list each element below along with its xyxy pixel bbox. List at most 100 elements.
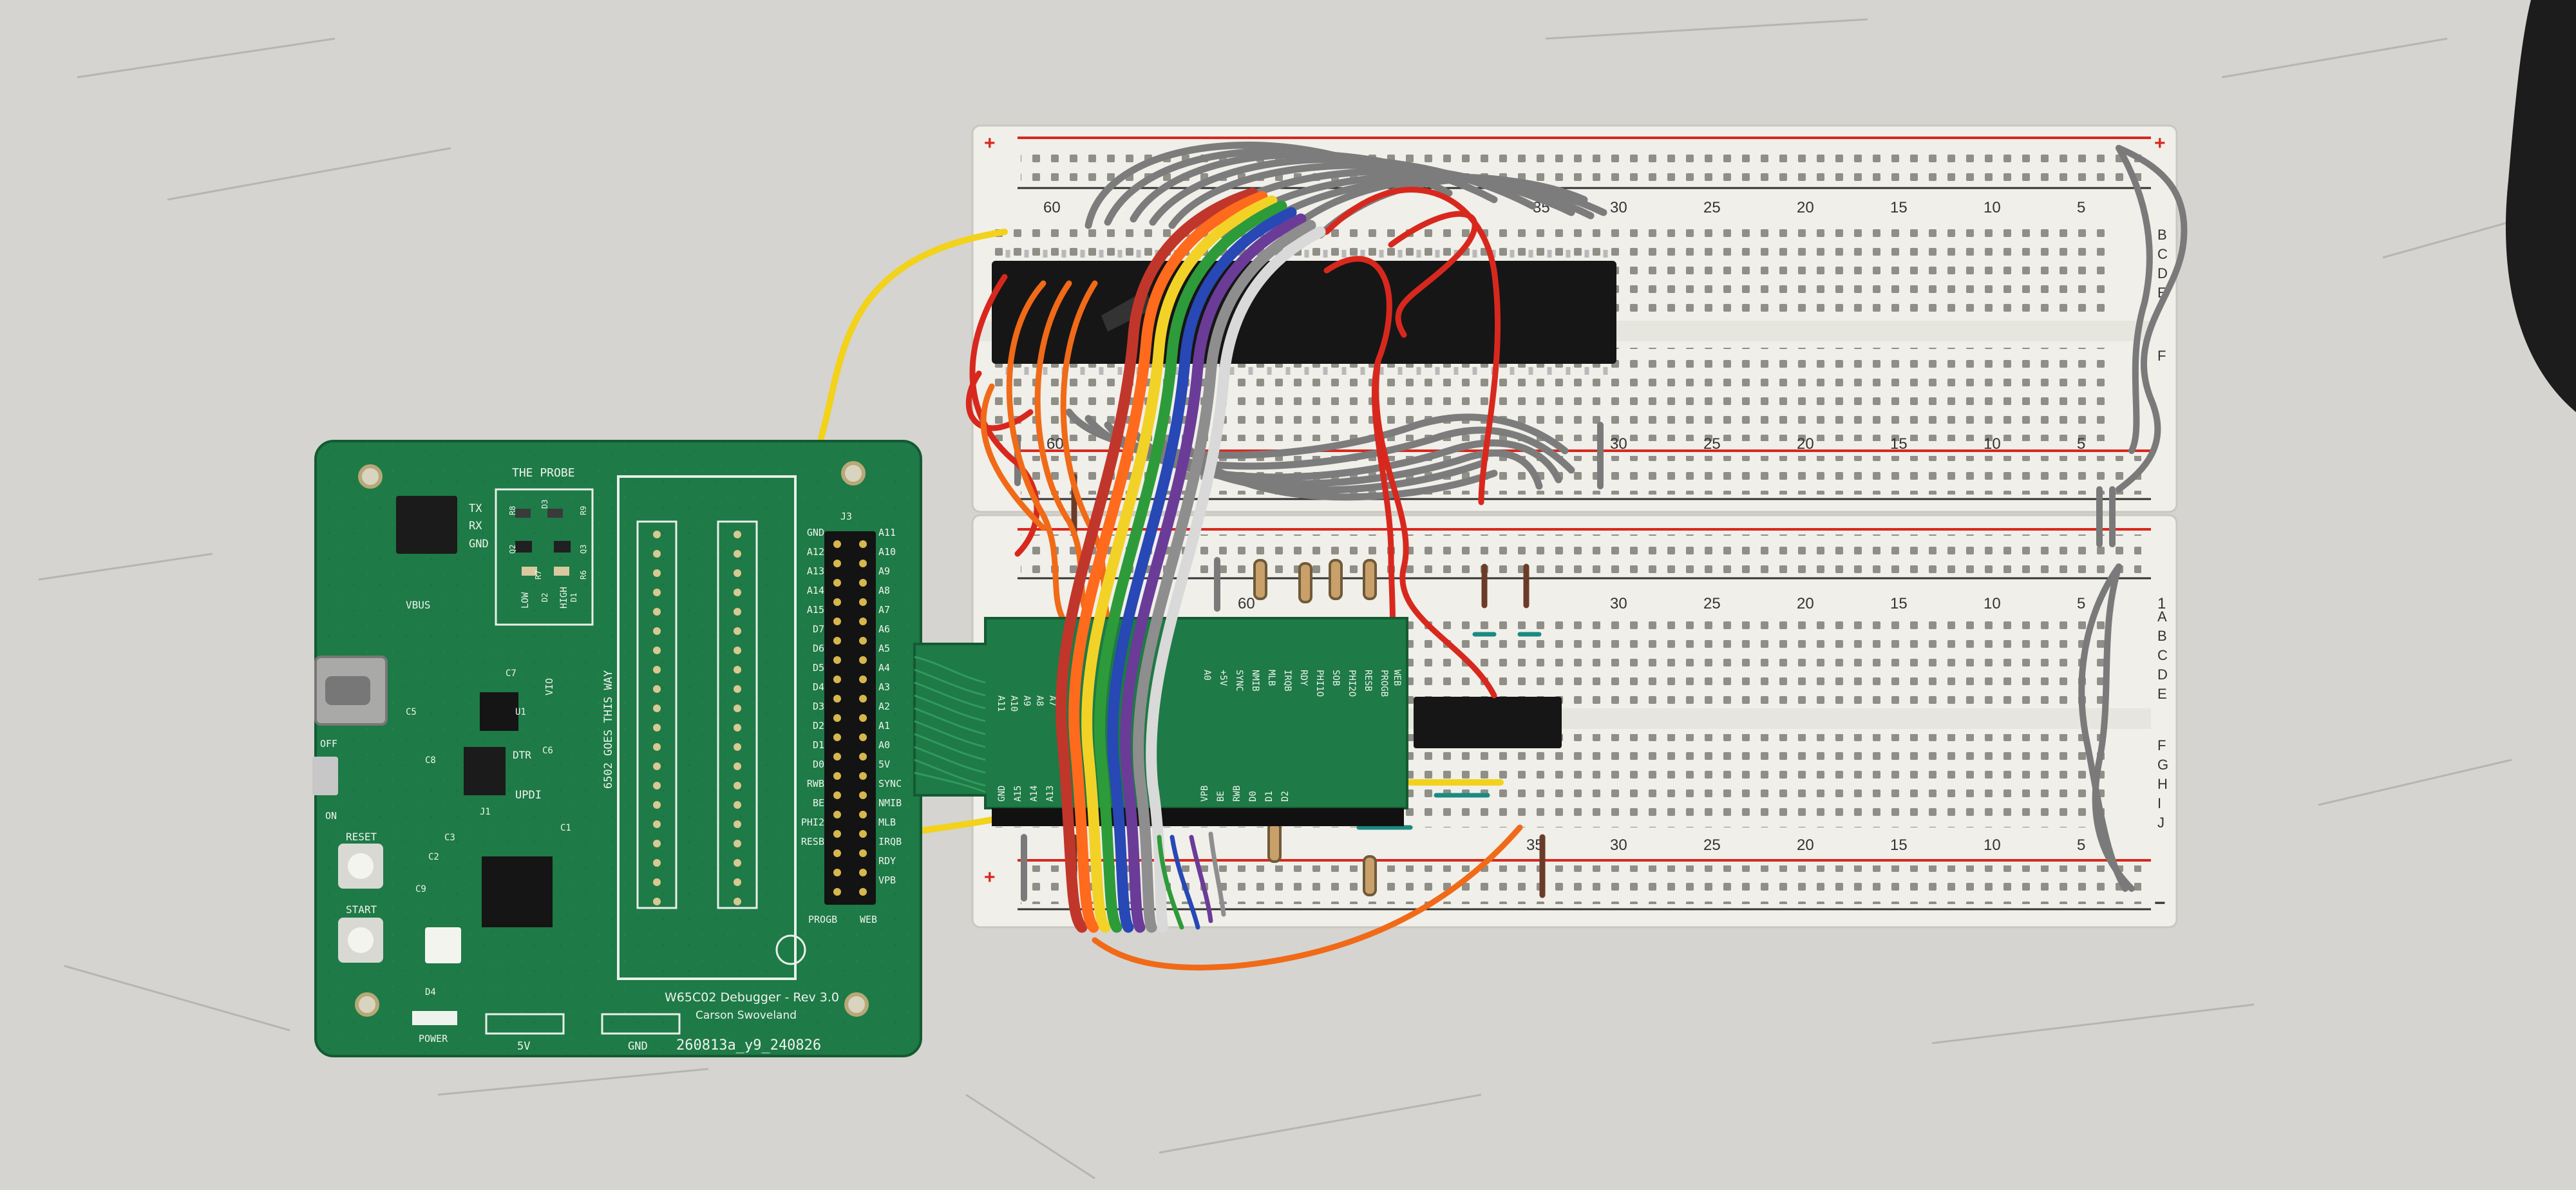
bb-row-letter: F	[2157, 348, 2166, 364]
ref-c8: C8	[425, 755, 436, 766]
bb-row-letter: J	[2157, 815, 2164, 831]
dip40-chip	[992, 250, 1616, 375]
j3-right-pin: A10	[878, 546, 896, 558]
bb-top-num-lower: 25	[1703, 435, 1721, 453]
j3-left-pin: D0	[813, 759, 824, 770]
debug-rx-label: RX	[469, 520, 482, 533]
probe-ref-q3: Q3	[579, 545, 588, 554]
resistors	[1253, 559, 1377, 896]
probe-ref-r7: R7	[534, 571, 543, 580]
rail-minus-bottom: −	[2154, 892, 2166, 914]
reset-label: RESET	[346, 831, 377, 843]
bb-top-num-lower: 30	[1610, 435, 1627, 453]
adapter-pin: PHI1O	[1314, 670, 1325, 697]
ref-j1: J1	[480, 807, 491, 817]
dip16-chip	[1414, 697, 1562, 748]
j3-right-pin: A3	[878, 681, 890, 693]
ribbon-cable	[1056, 187, 1326, 933]
adapter-pin: IRQB	[1282, 670, 1293, 692]
j3-left-pin-labels: GND A12 A13 A14 A15 D7 D6 D5 D4 D3 D2 D1…	[801, 527, 824, 847]
probe-ref-d1: D1	[569, 593, 578, 602]
j3-right-pin: VPB	[878, 874, 896, 886]
ref-c6: C6	[542, 746, 553, 756]
bb-bottom-num-lower: 10	[1984, 836, 2001, 854]
j3-left-pin: A15	[807, 604, 824, 616]
adapter-pin: A13	[1045, 786, 1056, 802]
ref-c9: C9	[415, 884, 426, 894]
j3-left-pin: A13	[807, 565, 824, 577]
j3-left-pin: D1	[813, 739, 824, 751]
probe-ref-d2: D2	[540, 593, 549, 602]
j3-left-pin: A14	[807, 585, 824, 596]
board-serial: 260813a_y9_240826	[676, 1037, 821, 1053]
bb-row-letter: E	[2157, 686, 2167, 702]
ref-d4: D4	[425, 987, 436, 997]
gnd-label: GND	[628, 1040, 648, 1053]
adapter-labels: A11 A10 A9 A8 A7 A0 +5V SYNC NMIB MLB IR…	[996, 670, 1402, 802]
j3-left-pin: RESB	[801, 836, 824, 847]
adapter-pin: RESB	[1363, 670, 1373, 692]
bb-top-num: 60	[1043, 199, 1061, 216]
table-scratches	[38, 18, 2544, 1180]
bb-top-num: 10	[1984, 199, 2001, 216]
debug-gnd-label: GND	[469, 538, 489, 551]
adapter-pin: WEB	[1392, 670, 1402, 686]
j3-right-pin: 5V	[878, 759, 890, 770]
j3-right-pin: NMIB	[878, 797, 902, 809]
j3-left-pin: D2	[813, 720, 824, 732]
j3-left-pin: BE	[813, 797, 824, 809]
bb-bottom-num-lower: 25	[1703, 836, 1721, 854]
adapter-pin: NMIB	[1250, 670, 1260, 692]
orange-wires	[980, 280, 1523, 971]
adapter-pin: RDY	[1298, 670, 1309, 686]
debugger-pcb	[312, 440, 922, 1057]
bb-bottom-num: 25	[1703, 595, 1721, 612]
bb-top-num: 5	[2077, 199, 2085, 216]
bb-top-num: 25	[1703, 199, 1721, 216]
bb-top-num-lower: 5	[2077, 435, 2085, 453]
ref-c5: C5	[406, 707, 417, 717]
pcb-silkscreen: THE PROBE TX RX GND LOW HIGH R8 R9 Q2 Q3…	[320, 466, 877, 1053]
bb-bottom-num: 1	[2157, 595, 2166, 612]
adapter-pin: +5V	[1218, 670, 1228, 686]
probe-ref-r6: R6	[579, 571, 588, 580]
ref-u1: U1	[515, 707, 526, 717]
j3-left-pin: D3	[813, 701, 824, 712]
j3-right-pin: A4	[878, 662, 890, 674]
rail-plus-top-right: +	[2154, 133, 2166, 154]
j3-left-pin: GND	[807, 527, 824, 538]
adapter-pin: RWB	[1232, 786, 1242, 802]
adapter-pin: A11	[996, 695, 1006, 712]
j3-left-pin: D7	[813, 623, 824, 635]
adapter-pin: A14	[1029, 786, 1039, 802]
adapter-pin: MLB	[1266, 670, 1276, 686]
j3-right-pin: A7	[878, 604, 890, 616]
dtr-label: DTR	[513, 749, 531, 761]
adapter-pcb	[913, 617, 1408, 826]
updi-label: UPDI	[515, 789, 542, 802]
adapter-pin: A10	[1009, 695, 1019, 712]
probe-high-label: HIGH	[559, 587, 569, 609]
ref-c1: C1	[560, 823, 571, 833]
bb-top-num: 20	[1797, 199, 1814, 216]
bb-row-letter: A	[2157, 609, 2167, 625]
debug-tx-label: TX	[469, 502, 482, 515]
j3-right-pin: A0	[878, 739, 890, 751]
j3-right-pin: SYNC	[878, 778, 902, 789]
vbus-label: VBUS	[406, 599, 431, 611]
bb-top-num: 15	[1890, 199, 1908, 216]
adapter-pin: A0	[1202, 670, 1212, 681]
adapter-pin: D0	[1248, 791, 1258, 802]
adapter-pin: SYNC	[1234, 670, 1244, 692]
bb-row-letter: I	[2157, 795, 2161, 811]
probe-ref-d3: D3	[540, 500, 549, 509]
ref-c3: C3	[444, 833, 455, 843]
adapter-pin: A7	[1047, 695, 1057, 706]
adapter-pin: PHI2O	[1347, 670, 1357, 697]
power-label: POWER	[419, 1033, 448, 1044]
black-object-edge	[2505, 0, 2576, 412]
bb-row-letter: H	[2157, 776, 2168, 792]
probe-low-label: LOW	[520, 592, 531, 609]
ribbon-tail-wires	[1157, 831, 1226, 930]
